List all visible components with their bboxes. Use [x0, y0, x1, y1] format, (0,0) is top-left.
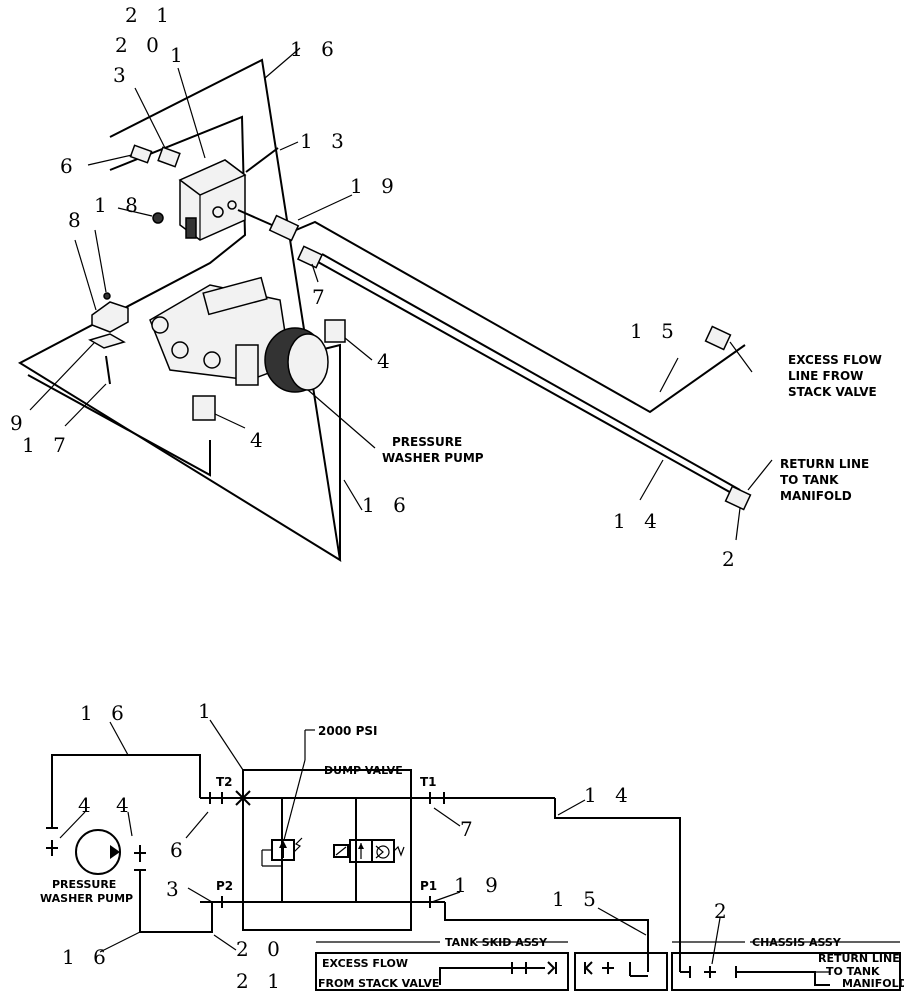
chassis-label: CHASSIS ASSY — [752, 936, 842, 949]
plate-9 — [88, 333, 126, 349]
hydraulic-schematic: 1 6 1 4 4 6 3 1 6 2 0 2 1 7 1 9 1 4 1 5 … — [40, 699, 904, 993]
callout-13: 1 3 — [300, 129, 350, 153]
s-callout-14: 1 4 — [584, 783, 634, 807]
s-excess-flow-1: EXCESS FLOW — [322, 957, 408, 970]
callout-20: 2 0 — [115, 33, 165, 57]
callout-9: 9 — [10, 411, 29, 435]
isometric-assembly-view: 2 1 2 0 3 1 1 6 1 3 6 1 9 1 8 8 7 1 5 4 … — [10, 3, 882, 571]
schematic-hose-15 — [444, 902, 649, 972]
s-callout-21: 2 1 — [236, 969, 286, 993]
s-callout-20: 2 0 — [236, 937, 286, 961]
valve-block — [178, 159, 247, 241]
bottom-callouts: 1 6 1 4 4 6 3 1 6 2 0 2 1 7 1 9 1 4 1 5 … — [62, 699, 733, 993]
s-callout-15: 1 5 — [552, 887, 602, 911]
excess-flow-label-2: LINE FROW — [788, 369, 863, 383]
tank-skid-label: TANK SKID ASSY — [445, 936, 548, 949]
s-callout-2: 2 — [714, 899, 733, 923]
pump-symbol — [46, 829, 146, 875]
callout-1: 1 — [170, 43, 189, 67]
s-callout-19: 1 9 — [454, 873, 504, 897]
tank-skid-box-right — [574, 952, 668, 991]
pump-label-2: WASHER PUMP — [382, 451, 484, 465]
fitting-19 — [268, 214, 300, 242]
leader-lines — [29, 47, 773, 541]
callout-4-lower: 4 — [250, 428, 269, 452]
return-line-label-1: RETURN LINE — [780, 457, 869, 471]
relief-valve-symbol — [261, 837, 303, 867]
s-pump-label-1: PRESSURE — [52, 878, 116, 891]
psi-label: 2000 PSI — [318, 724, 377, 738]
tank-skid-box — [315, 952, 569, 991]
s-callout-7: 7 — [460, 817, 479, 841]
hose-14-b — [321, 253, 741, 491]
hose-14 — [317, 261, 736, 496]
port-t1-label: T1 — [420, 775, 437, 789]
return-line-label-2: TO TANK — [780, 473, 839, 487]
callout-4-upper: 4 — [377, 349, 396, 373]
s-callout-16-bottom: 1 6 — [62, 945, 112, 969]
hose-15 — [295, 220, 746, 414]
pump-label-1: PRESSURE — [392, 435, 462, 449]
schematic-hose-14 — [554, 798, 681, 972]
s-return-line-2: TO TANK — [826, 965, 880, 978]
s-callout-16-top: 1 6 — [80, 701, 130, 725]
s-callout-3: 3 — [166, 877, 185, 901]
s-callout-1: 1 — [198, 699, 217, 723]
fitting-6 — [129, 144, 153, 164]
callout-18: 1 8 — [94, 193, 144, 217]
s-return-line-3: MANIFOLD — [842, 977, 904, 990]
s-return-line-1: RETURN LINE — [818, 952, 900, 965]
fitting-3 — [157, 146, 181, 168]
pressure-washer-pump — [149, 276, 329, 393]
top-callouts: 2 1 2 0 3 1 1 6 1 3 6 1 9 1 8 8 7 1 5 4 … — [10, 3, 741, 571]
port-t2-label: T2 — [216, 775, 233, 789]
s-callout-6: 6 — [170, 838, 189, 862]
elbow-fitting-4-upper — [324, 319, 346, 343]
port-fittings — [200, 790, 555, 908]
excess-flow-label-1: EXCESS FLOW — [788, 353, 882, 367]
dump-valve-body — [242, 769, 412, 931]
callout-8: 8 — [68, 208, 87, 232]
fitting-15-end — [704, 325, 732, 351]
schematic-leader-lines — [59, 719, 721, 965]
callout-2: 2 — [722, 547, 741, 571]
bottom-labels: 2000 PSI DUMP VALVE T2 T1 P2 P1 PRESSURE… — [40, 724, 904, 990]
top-labels: EXCESS FLOW LINE FROW STACK VALVE RETURN… — [382, 353, 882, 503]
s-pump-label-2: WASHER PUMP — [40, 892, 133, 905]
hose-16-lower — [319, 343, 341, 560]
callout-16-bottom: 1 6 — [362, 493, 412, 517]
s-callout-4-left: 4 — [78, 793, 97, 817]
callout-21: 2 1 — [125, 3, 175, 27]
fitting-7 — [296, 245, 324, 269]
callout-14: 1 4 — [613, 509, 663, 533]
elbow-fitting-4-lower — [192, 395, 216, 421]
callout-7: 7 — [312, 285, 331, 309]
block-8 — [91, 301, 129, 333]
callout-6: 6 — [60, 154, 79, 178]
excess-flow-label-3: STACK VALVE — [788, 385, 877, 399]
callout-17: 1 7 — [22, 433, 72, 457]
nut-18 — [152, 212, 164, 224]
hose-16-inner — [27, 374, 211, 477]
callout-15: 1 5 — [630, 319, 680, 343]
callout-19: 1 9 — [350, 174, 400, 198]
return-line-label-3: MANIFOLD — [780, 489, 852, 503]
port-p2-label: P2 — [216, 879, 233, 893]
schematic-hose-16-top — [51, 754, 201, 828]
solenoid-valve-symbol — [333, 839, 405, 863]
chassis-box — [671, 952, 901, 991]
s-callout-4-right: 4 — [116, 793, 135, 817]
callout-3: 3 — [113, 63, 132, 87]
fitting-2 — [724, 485, 752, 511]
bolt-13 — [245, 147, 279, 173]
port-p1-label: P1 — [420, 879, 437, 893]
dump-valve-label: DUMP VALVE — [324, 764, 403, 777]
callout-16-top: 1 6 — [290, 37, 340, 61]
bolt-17 — [105, 355, 111, 385]
s-excess-flow-2: FROM STACK VALVE — [318, 977, 439, 990]
schematic-hose-16-bottom — [139, 870, 213, 933]
